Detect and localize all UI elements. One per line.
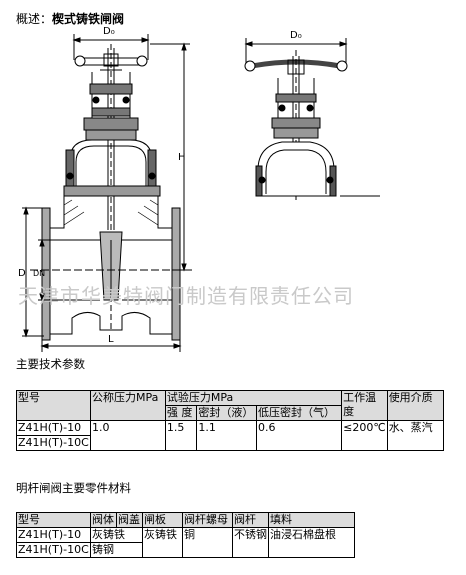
- parts-table: 型号 阀体 阀盖 闸板 阀杆螺母 阀杆 填料 Z41H(T)-10 灰铸铁 灰铸…: [16, 512, 355, 558]
- h-label: H: [178, 152, 186, 163]
- spec-strength-value: 1.5: [164, 420, 198, 451]
- parts-gate-value: 灰铸铁: [142, 527, 183, 558]
- spec-col-model: 型号: [16, 390, 91, 421]
- left-d0-label: D₀: [103, 26, 115, 37]
- parts-col-bonnet: 阀盖: [116, 512, 143, 528]
- left-bonnet: [63, 139, 161, 197]
- parts-packing-value: 油浸石棉盘根: [268, 527, 355, 558]
- spec-model-2: Z41H(T)-10C: [16, 435, 91, 451]
- parts-col-body: 阀体: [90, 512, 117, 528]
- spec-col-strength: 强 度: [164, 405, 198, 421]
- left-dn-dimension: [38, 238, 60, 302]
- parts-col-nut: 阀杆螺母: [182, 512, 233, 528]
- left-body: [41, 196, 181, 341]
- parts-col-stem: 阀杆: [232, 512, 269, 528]
- table-row: Z41H(T)-10C: [16, 435, 444, 451]
- left-handwheel: [74, 53, 148, 71]
- spec-heading: 主要技术参数: [16, 357, 85, 371]
- parts-body-bonnet-2: 铸钢: [90, 542, 143, 558]
- spec-col-medium: 使用介质: [386, 390, 445, 421]
- dn-label: DN: [33, 269, 45, 278]
- parts-stem-value: 不锈钢: [232, 527, 269, 558]
- right-d0-label: D₀: [290, 30, 302, 41]
- spec-nominal-value: 1.0: [89, 420, 166, 451]
- right-body: [255, 141, 337, 197]
- parts-col-model: 型号: [16, 512, 91, 528]
- parts-body-bonnet-1: 灰铸铁: [90, 527, 143, 543]
- left-h-dimension: [150, 42, 190, 272]
- left-d0-dimension: [72, 34, 150, 60]
- spec-col-seal-gas: 低压密封（气）: [256, 405, 343, 421]
- title-name: 楔式铸铁闸阀: [52, 12, 125, 26]
- watermark-text: 天津市华美特阀门制造有限责任公司: [18, 284, 354, 308]
- spec-model-1: Z41H(T)-10: [16, 420, 91, 436]
- left-l-dimension: [40, 336, 182, 352]
- title-prefix: 概述：: [16, 12, 53, 26]
- spec-col-temp: 工作温度: [341, 390, 388, 421]
- table-row: Z41H(T)-10 1.0 1.5 1.1 0.6 ≤200℃ 水、蒸汽: [16, 420, 445, 451]
- parts-heading: 明杆闸阀主要零件材料: [16, 481, 131, 495]
- left-d-dimension: [22, 206, 44, 338]
- spec-medium-value: 水、蒸汽: [386, 420, 445, 451]
- parts-model-2: Z41H(T)-10C: [16, 542, 91, 558]
- l-label: L: [108, 334, 114, 345]
- table-row: Z41H(T)-10C 铸钢: [16, 542, 355, 558]
- right-d0-dimension: [244, 38, 348, 64]
- parts-col-packing: 填料: [268, 512, 355, 528]
- spec-col-test: 试验压力MPa: [164, 390, 343, 406]
- spec-header-row: 型号 公称压力MPa 试验压力MPa 工作温度 使用介质: [16, 390, 445, 421]
- parts-nut-value: 铜: [182, 527, 233, 558]
- spec-temp-value: ≤200℃: [341, 420, 388, 451]
- parts-col-gate: 闸板: [142, 512, 183, 528]
- page-title: 概述：楔式铸铁闸阀: [16, 10, 124, 27]
- parts-model-1: Z41H(T)-10: [16, 527, 91, 543]
- spec-col-nominal: 公称压力MPa: [89, 390, 166, 421]
- d-label: D: [18, 268, 26, 279]
- spec-seal-gas-value: 0.6: [256, 420, 343, 451]
- right-yoke: [271, 78, 321, 139]
- parts-header-row: 型号 阀体 阀盖 闸板 阀杆螺母 阀杆 填料: [16, 512, 355, 528]
- spec-col-seal-liquid: 密封（液）: [196, 405, 258, 421]
- spec-table: 型号 公称压力MPa 试验压力MPa 工作温度 使用介质 强 度 密封（液） 低…: [16, 390, 445, 451]
- spec-seal-liquid-value: 1.1: [196, 420, 258, 451]
- table-row: Z41H(T)-10 灰铸铁 灰铸铁 铜 不锈钢 油浸石棉盘根: [16, 527, 355, 558]
- valve-drawing: D₀: [18, 26, 380, 352]
